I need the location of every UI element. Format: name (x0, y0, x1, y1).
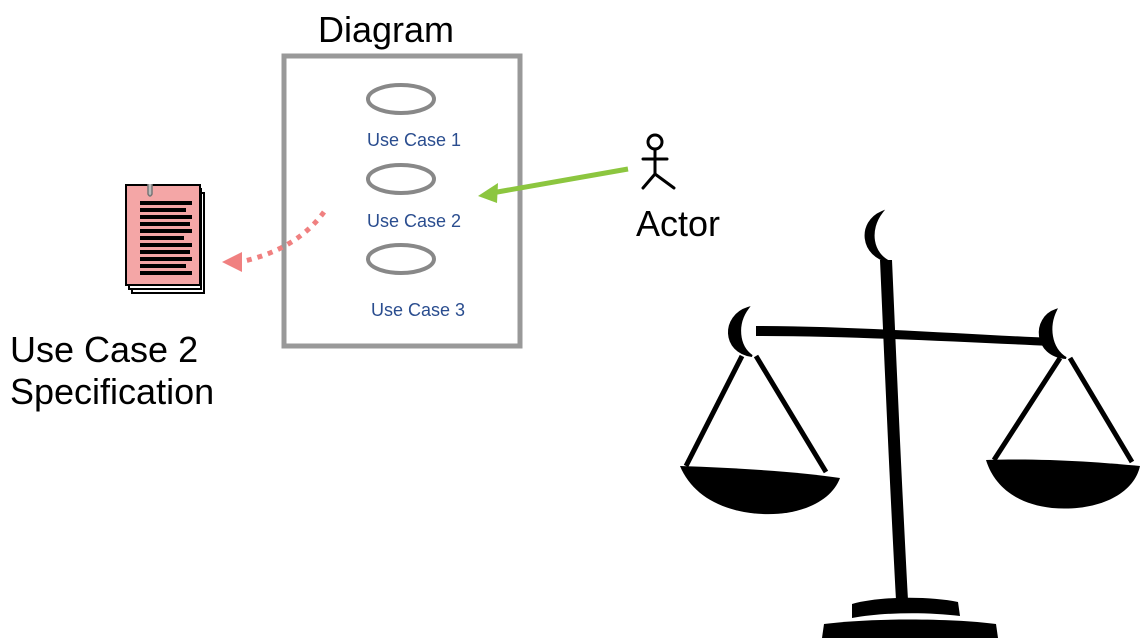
use-case-label: Use Case 2 (367, 211, 461, 231)
use-case-oval (366, 83, 436, 115)
use-case-label: Use Case 3 (371, 300, 465, 320)
stick-figure-icon[interactable] (641, 133, 676, 190)
diagram-title: Diagram (318, 9, 454, 50)
arrow-head (478, 183, 498, 203)
use-case-1[interactable]: Use Case 1 (366, 83, 461, 150)
specification-subtitle: Specification (10, 371, 214, 412)
arrow-head (222, 252, 242, 272)
actor-association-arrow (481, 166, 629, 199)
use-case-oval (366, 243, 436, 275)
use-case-3[interactable]: Use Case 3 (366, 243, 465, 320)
use-case-2[interactable]: Use Case 2 (366, 163, 461, 231)
use-case-oval (366, 163, 436, 195)
scales-of-justice-icon (680, 209, 1140, 638)
use-case-label: Use Case 1 (367, 130, 461, 150)
diagram-box (281, 53, 523, 349)
specification-link-arrow (239, 210, 327, 265)
document-icon[interactable] (125, 184, 205, 294)
actor-label: Actor (636, 203, 720, 244)
specification-title: Use Case 2 (10, 329, 198, 370)
